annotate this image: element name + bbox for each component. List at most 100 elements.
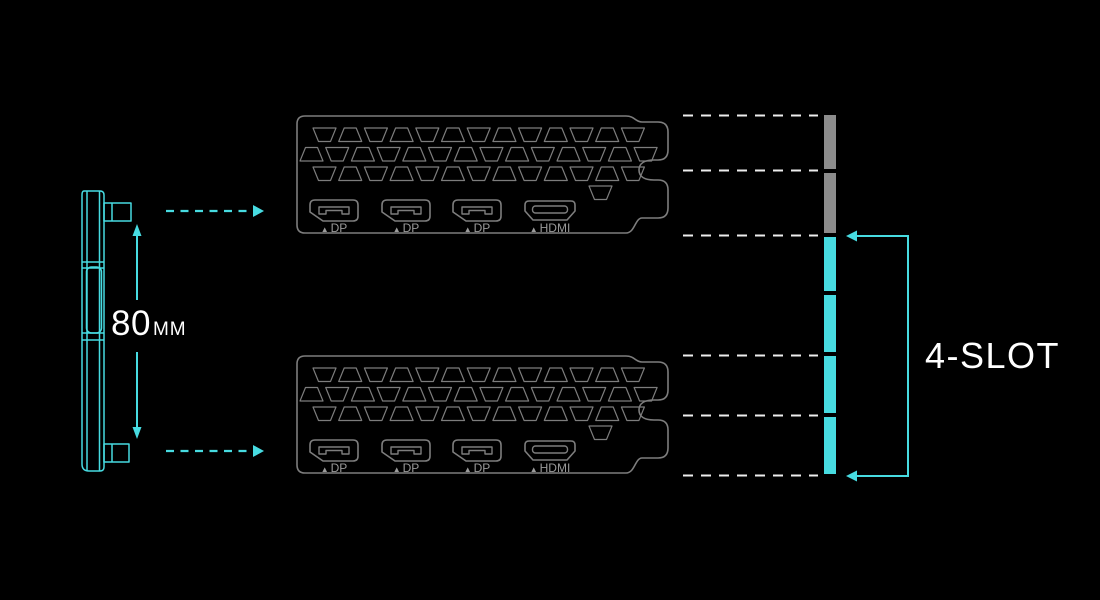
dp-port-2 (381, 199, 431, 222)
slot-segment-cyan (824, 295, 836, 352)
triangle-icon: ▲ (530, 465, 538, 474)
dp-port-slot (461, 446, 493, 455)
port-label-text: HDMI (540, 221, 571, 235)
vent-trapezoid (415, 127, 440, 143)
port-label-text: DP (331, 461, 348, 475)
vent-trapezoid (363, 127, 389, 143)
vent-trapezoid (312, 166, 337, 182)
slot-count-label: 4-SLOT (925, 335, 1061, 376)
slot-projection-lines (683, 114, 818, 477)
vent-trapezoid (543, 406, 568, 422)
dp-port-outline (309, 199, 359, 222)
vent-trapezoid (440, 367, 466, 383)
dimension-unit: MM (152, 319, 187, 340)
side-bracket-line (82, 261, 104, 341)
port-label: ▲DP (393, 221, 420, 235)
slot-segment-cyan (824, 417, 836, 474)
vent-trapezoid (350, 146, 376, 162)
vent-trapezoid (325, 386, 350, 402)
dp-port-1 (309, 199, 359, 222)
vent-trapezoid (415, 406, 440, 422)
vent-trapezoid (299, 146, 324, 162)
dimension-arrow (132, 224, 142, 439)
vent-trapezoid (492, 127, 517, 143)
port-label-text: DP (331, 221, 348, 235)
vent-trapezoid (518, 406, 543, 422)
vent-trapezoid (530, 386, 555, 402)
vent-trapezoid (402, 146, 427, 162)
vent-trapezoid (588, 185, 613, 201)
vent-trapezoid (389, 406, 414, 422)
port-label: ▲DP (464, 221, 491, 235)
vent-trapezoid (620, 127, 645, 143)
vent-trapezoid (466, 166, 491, 182)
vent-trapezoid (466, 406, 491, 422)
dimension-value: 80 (111, 304, 151, 343)
vent-trapezoid (415, 367, 440, 383)
gpu-bracket-bottom: ▲DP▲DP▲DP▲HDMI (296, 355, 669, 475)
port-label-text: DP (403, 461, 420, 475)
hdmi-port-slot (531, 205, 569, 214)
slot-segment-gray (824, 173, 836, 233)
dp-port-outline (381, 439, 431, 462)
side-bracket-line (85, 266, 103, 334)
vent-trapezoid (620, 367, 645, 383)
arrow-left-icon (846, 470, 857, 482)
vent-trapezoid (582, 386, 607, 402)
vent-trapezoid (312, 367, 337, 383)
vent-trapezoid (505, 386, 530, 402)
vent-trapezoid (479, 146, 504, 162)
vent-trapezoid (588, 425, 613, 441)
vent-trapezoid (389, 127, 414, 143)
vent-trapezoid (556, 146, 581, 162)
vent-trapezoid (518, 166, 543, 182)
vent-trapezoid (338, 166, 363, 182)
dp-port-slot (461, 206, 493, 215)
vent-trapezoid (518, 367, 543, 383)
vent-trapezoid (607, 146, 632, 162)
dp-port-slot (390, 206, 422, 215)
vent-trapezoid (607, 386, 632, 402)
triangle-icon: ▲ (321, 465, 329, 474)
dp-port-1 (309, 439, 359, 462)
dp-port-slot (390, 446, 422, 455)
dp-port-2 (381, 439, 431, 462)
vent-trapezoid (543, 367, 568, 383)
port-label: ▲HDMI (530, 221, 571, 235)
vent-trapezoid (338, 367, 363, 383)
vent-trapezoid (440, 166, 466, 182)
slot-bar (824, 115, 836, 474)
slot-segment-cyan (824, 237, 836, 291)
arrow-right-icon (253, 445, 264, 457)
bracket-outline (296, 355, 669, 474)
side-bracket-side-view (81, 190, 132, 472)
dp-port-3 (452, 199, 502, 222)
vent-trapezoid (440, 127, 466, 143)
alignment-arrow-bottom (166, 445, 264, 457)
port-label: ▲DP (393, 461, 420, 475)
vent-trapezoid (389, 166, 414, 182)
vent-trapezoid (582, 146, 607, 162)
dp-port-slot (318, 206, 350, 215)
dp-port-outline (309, 439, 359, 462)
vent-trapezoid (543, 166, 568, 182)
vent-trapezoid (530, 146, 555, 162)
port-label: ▲DP (464, 461, 491, 475)
triangle-icon: ▲ (530, 225, 538, 234)
vent-trapezoid (312, 406, 337, 422)
vent-trapezoid (595, 406, 620, 422)
vent-trapezoid (427, 386, 453, 402)
vent-trapezoid (543, 127, 568, 143)
hdmi-port (524, 200, 576, 221)
vent-trapezoid (505, 146, 530, 162)
vent-trapezoid (376, 386, 401, 402)
triangle-icon: ▲ (321, 225, 329, 234)
vent-trapezoid (633, 146, 658, 162)
slot-annotation-bracket (846, 230, 909, 482)
vent-trapezoid (363, 166, 389, 182)
vent-trapezoid (556, 386, 581, 402)
triangle-icon: ▲ (393, 465, 401, 474)
slot-segment-cyan (824, 356, 836, 413)
arrow-down-icon (132, 427, 142, 439)
